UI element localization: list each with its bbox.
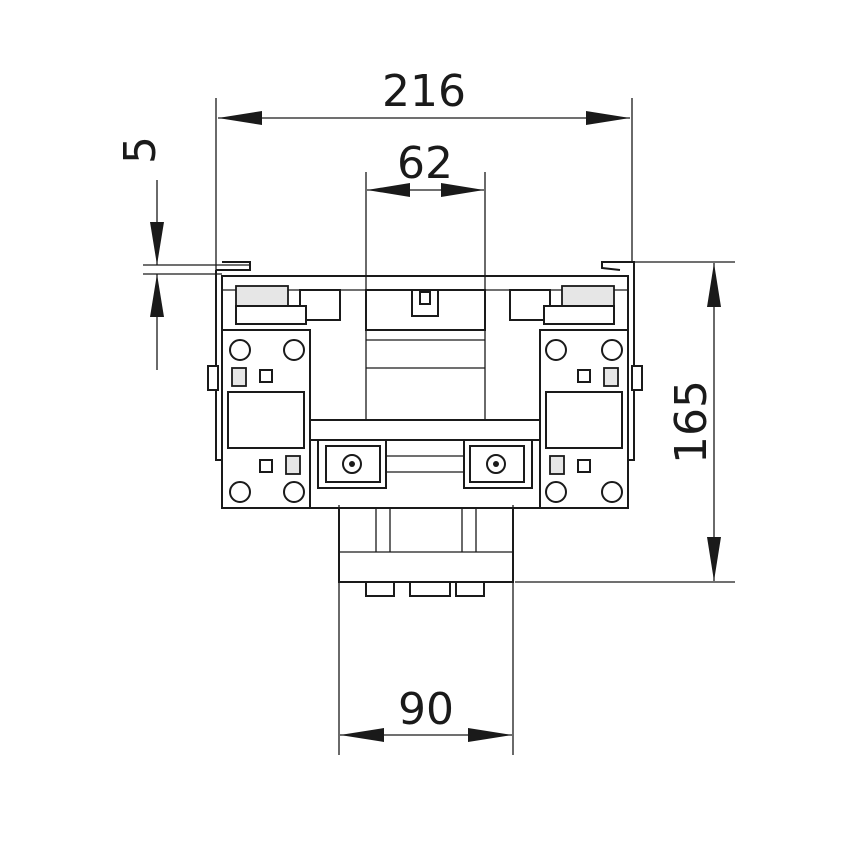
dimension-5: 5 bbox=[115, 136, 250, 370]
bracket-left bbox=[317, 439, 387, 489]
dimension-label-5: 5 bbox=[115, 136, 166, 164]
dimension-label-90: 90 bbox=[398, 684, 454, 735]
dimension-label-62: 62 bbox=[397, 138, 453, 189]
dimension-216: 216 bbox=[215, 66, 633, 270]
dimension-62: 62 bbox=[365, 138, 486, 420]
guide-right bbox=[561, 285, 615, 307]
dimension-165: 165 bbox=[515, 261, 735, 583]
dimension-label-165: 165 bbox=[666, 380, 717, 464]
conveyor-assembly bbox=[207, 261, 643, 597]
guide-left bbox=[235, 285, 289, 307]
drive-unit bbox=[338, 507, 514, 597]
dimension-label-216: 216 bbox=[382, 66, 466, 117]
aluminium-profile-right bbox=[539, 329, 643, 509]
bracket-right bbox=[463, 439, 533, 489]
aluminium-profile-left bbox=[207, 329, 311, 509]
